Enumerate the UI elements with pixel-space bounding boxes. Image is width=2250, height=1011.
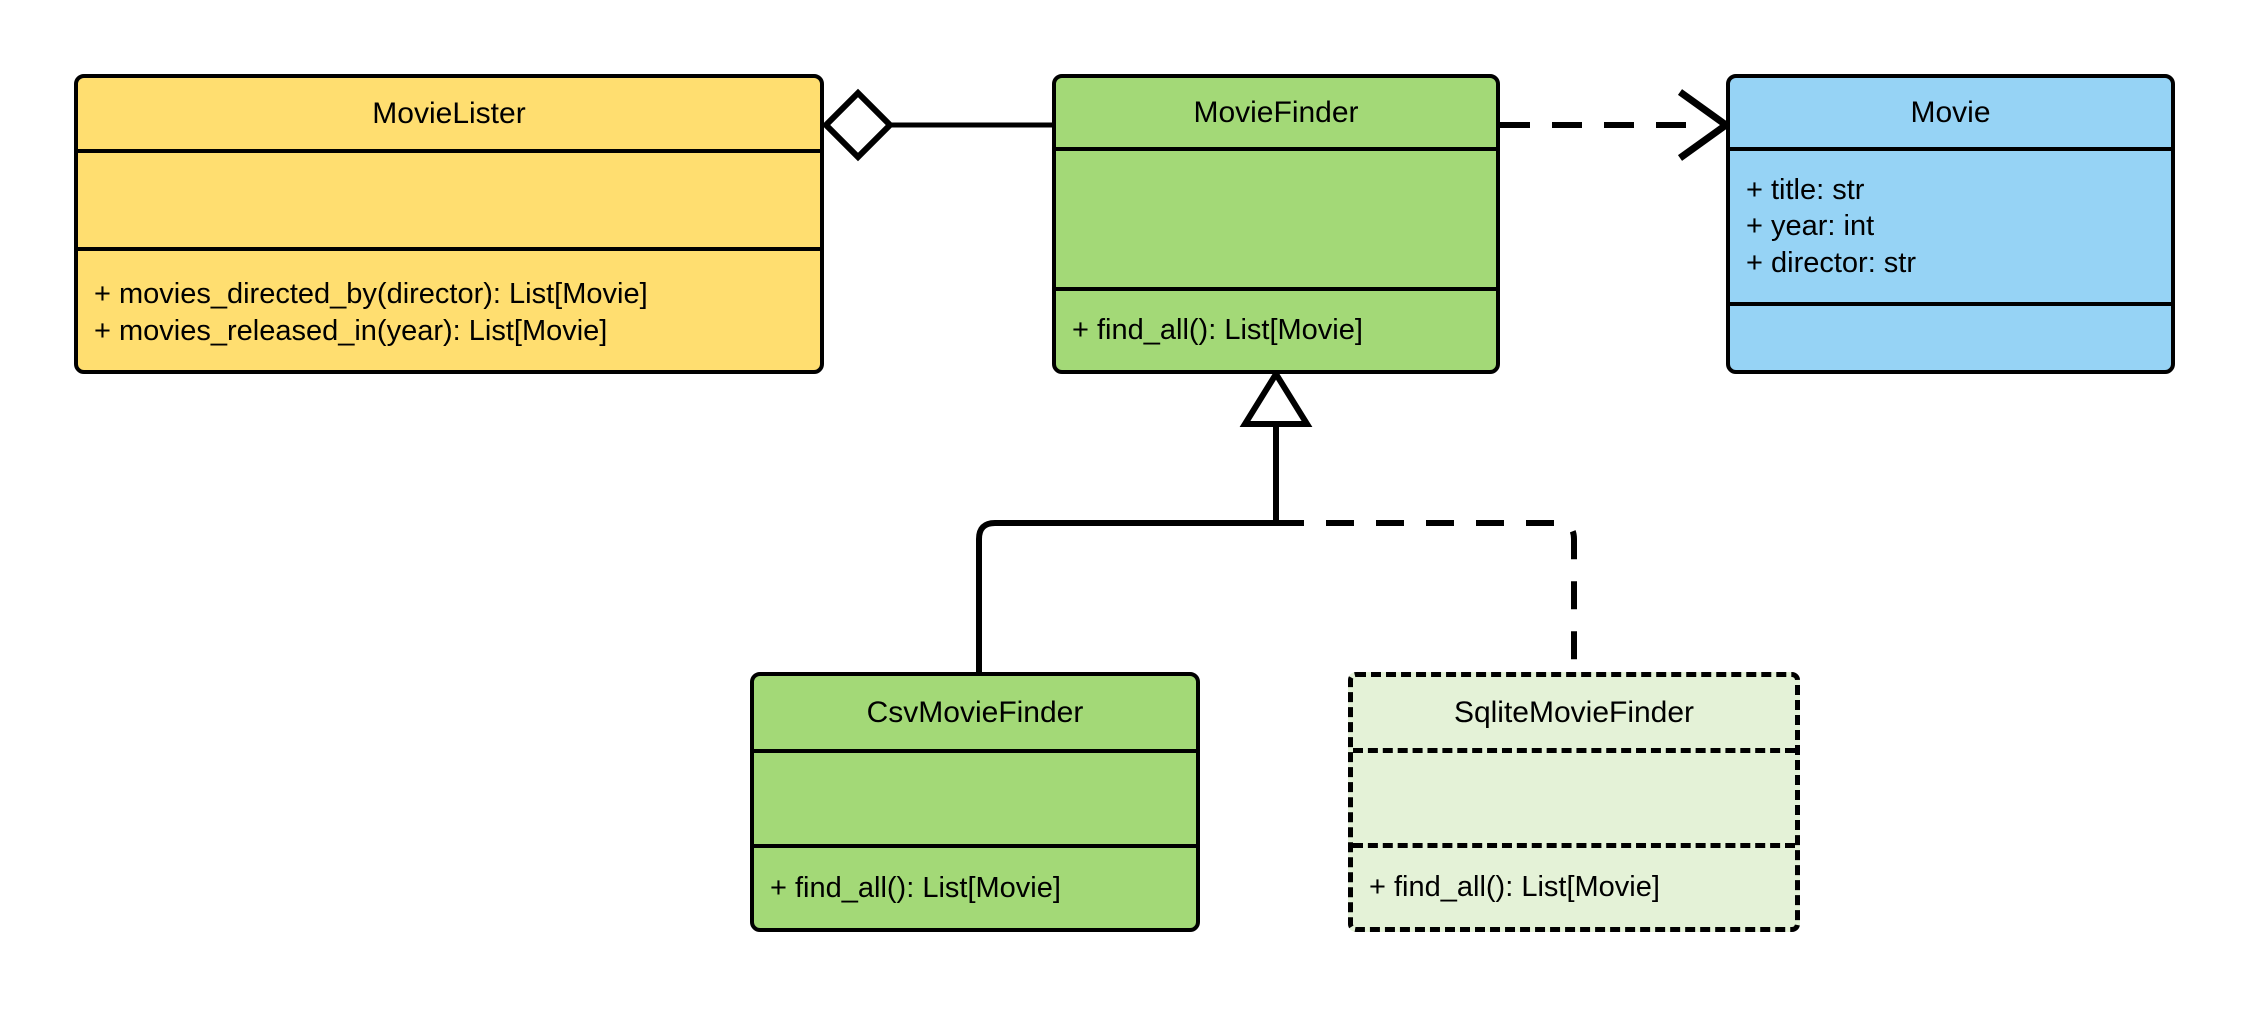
class-attributes-compartment bbox=[1056, 147, 1496, 287]
class-attributes-compartment bbox=[754, 749, 1196, 844]
class-title: MovieFinder bbox=[1193, 96, 1359, 129]
class-box-movie[interactable]: Movie + title: str + year: int + directo… bbox=[1726, 74, 2175, 374]
hollow-triangle-icon bbox=[1239, 368, 1313, 427]
sqlite-inheritance-dashed-line bbox=[1276, 520, 1577, 672]
aggregation-lister-finder-edge bbox=[821, 88, 1052, 162]
class-title: CsvMovieFinder bbox=[866, 696, 1084, 729]
class-box-sqlite-movie-finder[interactable]: SqliteMovieFinder + find_all(): List[Mov… bbox=[1348, 672, 1800, 932]
inheritance-sqlite-finder-edge bbox=[1276, 520, 1577, 672]
class-attributes-compartment: + title: str + year: int + director: str bbox=[1730, 147, 2171, 302]
generalization-trunk bbox=[1239, 368, 1313, 523]
class-name-compartment: SqliteMovieFinder bbox=[1353, 677, 1795, 748]
class-attributes-compartment bbox=[78, 149, 820, 247]
method-item: + find_all(): List[Movie] bbox=[1072, 314, 1363, 347]
class-box-movie-finder[interactable]: MovieFinder + find_all(): List[Movie] bbox=[1052, 74, 1500, 374]
class-box-movie-lister[interactable]: MovieLister + movies_directed_by(directo… bbox=[74, 74, 824, 374]
open-arrow-icon bbox=[1677, 89, 1733, 161]
class-methods-compartment: + find_all(): List[Movie] bbox=[1056, 287, 1496, 370]
hollow-diamond-icon bbox=[821, 88, 895, 162]
class-name-compartment: Movie bbox=[1730, 78, 2171, 147]
class-name-compartment: MovieLister bbox=[78, 78, 820, 149]
inheritance-csv-finder-edge bbox=[976, 520, 1276, 672]
class-title: MovieLister bbox=[372, 97, 526, 130]
class-box-csv-movie-finder[interactable]: CsvMovieFinder + find_all(): List[Movie] bbox=[750, 672, 1200, 932]
class-methods-compartment: + find_all(): List[Movie] bbox=[754, 844, 1196, 928]
class-methods-compartment bbox=[1730, 302, 2171, 370]
class-title: SqliteMovieFinder bbox=[1453, 696, 1695, 729]
method-item: + find_all(): List[Movie] bbox=[1369, 870, 1660, 903]
class-methods-compartment: + find_all(): List[Movie] bbox=[1353, 843, 1795, 926]
method-item: + movies_released_in(year): List[Movie] bbox=[94, 314, 608, 347]
method-item: + find_all(): List[Movie] bbox=[770, 871, 1061, 904]
method-item: + movies_directed_by(director): List[Mov… bbox=[94, 277, 648, 310]
dependency-finder-movie-edge bbox=[1500, 89, 1733, 161]
class-title: Movie bbox=[1910, 96, 1991, 129]
class-attributes-compartment bbox=[1353, 748, 1795, 843]
class-name-compartment: MovieFinder bbox=[1056, 78, 1496, 147]
attribute-item: + director: str bbox=[1746, 246, 1917, 279]
class-methods-compartment: + movies_directed_by(director): List[Mov… bbox=[78, 247, 820, 370]
attribute-item: + year: int bbox=[1746, 210, 1875, 243]
attribute-item: + title: str bbox=[1746, 173, 1865, 206]
class-name-compartment: CsvMovieFinder bbox=[754, 676, 1196, 749]
csv-inheritance-line bbox=[976, 520, 1276, 672]
